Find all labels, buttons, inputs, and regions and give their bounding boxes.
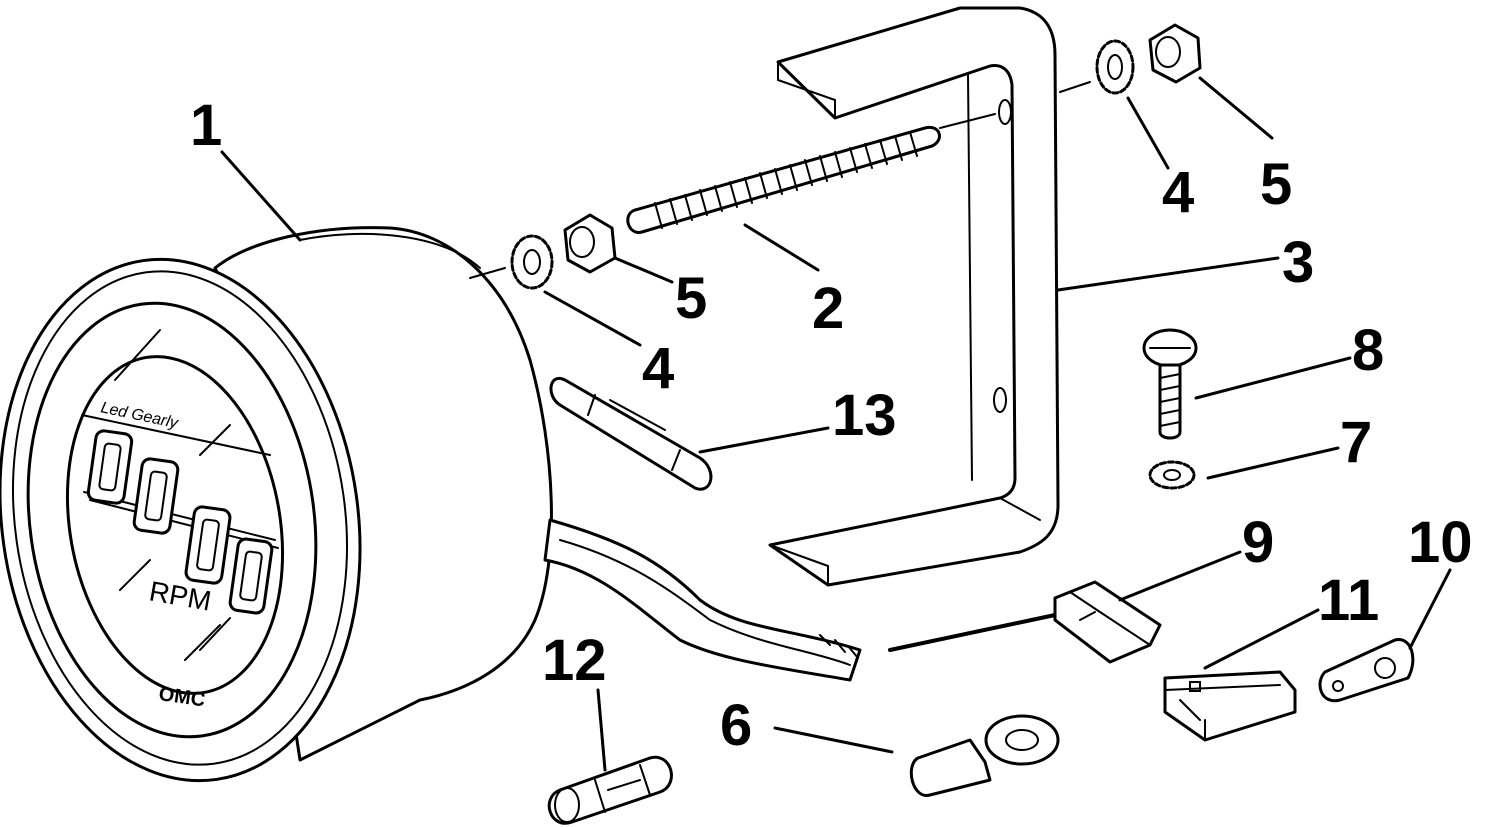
clip-connector xyxy=(1163,670,1297,742)
callout-labels: 1 2 3 4 4 5 5 6 7 8 9 10 11 12 13 xyxy=(190,93,1473,758)
callout-2: 2 xyxy=(812,276,844,341)
callout-5-right: 5 xyxy=(1260,152,1292,217)
tachometer-gauge: Led Gearly RPM OMC xyxy=(0,226,1057,783)
ring-terminal-plate xyxy=(1318,638,1415,703)
callout-9: 9 xyxy=(1242,510,1274,575)
callout-4-right: 4 xyxy=(1162,160,1194,225)
callout-3: 3 xyxy=(1282,230,1314,295)
ring-terminal xyxy=(909,714,1060,797)
callout-12: 12 xyxy=(542,628,607,693)
lock-washer-left xyxy=(510,234,554,290)
terminal-pin xyxy=(549,376,713,491)
leader-lines xyxy=(220,76,1452,772)
callout-11: 11 xyxy=(1318,568,1379,633)
callout-8: 8 xyxy=(1352,318,1384,383)
screw xyxy=(1142,328,1198,440)
mounting-bracket xyxy=(768,6,1091,587)
callout-5-left: 5 xyxy=(675,266,707,331)
callout-4-left: 4 xyxy=(642,336,674,401)
callout-7: 7 xyxy=(1340,410,1372,475)
callout-1: 1 xyxy=(190,93,222,158)
callout-10: 10 xyxy=(1408,510,1473,575)
digit-display xyxy=(86,429,274,615)
fuse xyxy=(547,755,673,825)
callout-6: 6 xyxy=(720,693,752,758)
spade-connector xyxy=(1053,580,1162,664)
lock-washer-right xyxy=(1095,39,1135,95)
threaded-stud xyxy=(626,113,996,234)
hex-nut-left xyxy=(563,213,617,274)
star-washer xyxy=(1148,460,1196,490)
callout-13: 13 xyxy=(832,383,897,448)
hex-nut-right xyxy=(1148,23,1202,84)
